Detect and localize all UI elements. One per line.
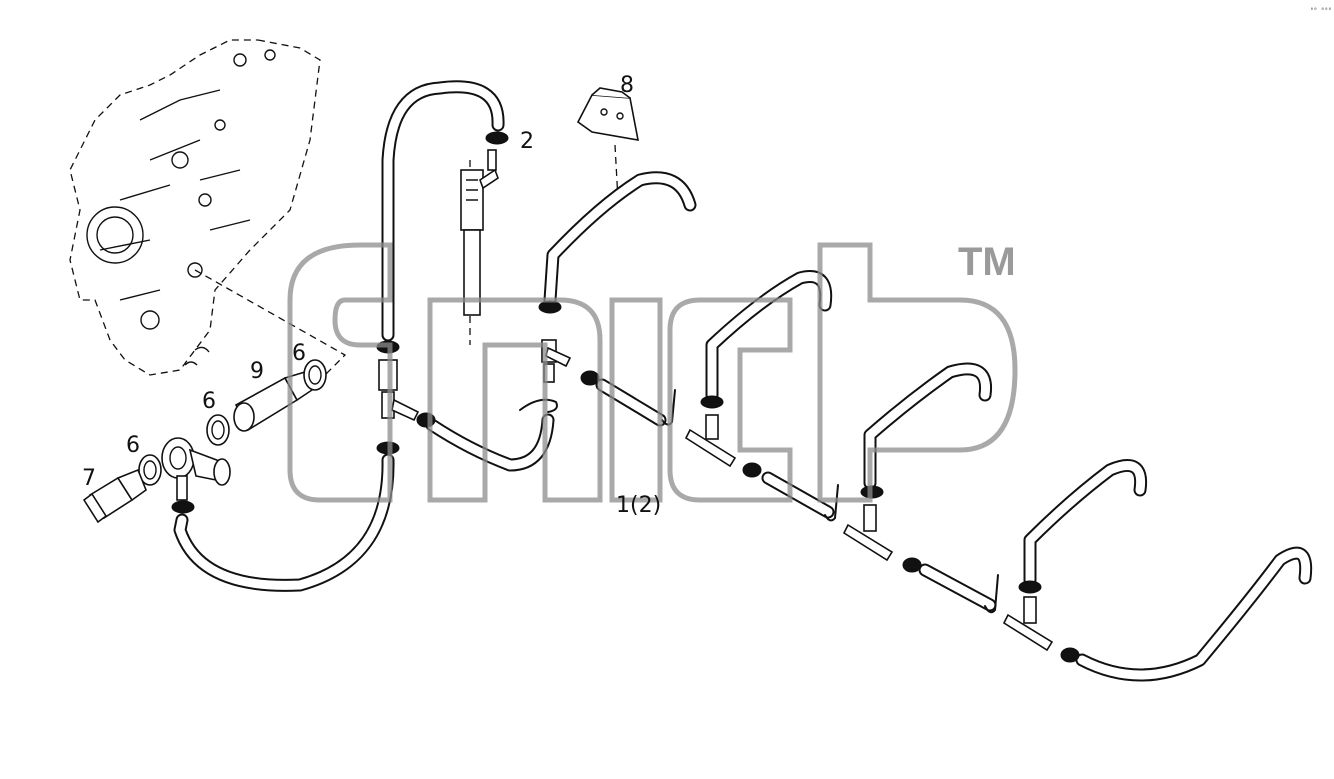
leader-engine-to-part6 xyxy=(194,269,347,381)
leader-part8-to-hose xyxy=(614,144,619,201)
banjo-bolt xyxy=(82,468,147,524)
tee-fitting xyxy=(842,504,894,562)
engine-block xyxy=(69,39,321,376)
grommet-block xyxy=(576,87,640,141)
tee-fitting xyxy=(378,359,420,422)
banjo-fitting xyxy=(161,437,231,501)
callout-7: 7 xyxy=(82,466,96,491)
injector xyxy=(460,149,499,316)
hose-lines xyxy=(173,80,1313,682)
sealing-washers xyxy=(138,359,327,486)
tee-fitting xyxy=(1002,596,1054,652)
callout-2: 2 xyxy=(520,129,534,154)
watermark-logo: TM xyxy=(287,240,1018,503)
callout-1: 1(2) xyxy=(616,493,661,518)
corner-code: ⁰⁰ ⁰⁰⁰ xyxy=(1310,7,1332,14)
tee-fitting xyxy=(684,414,737,468)
adapter-fitting xyxy=(233,371,313,432)
callout-6-middle: 6 xyxy=(202,389,216,414)
callout-6-lower: 6 xyxy=(126,433,140,458)
callout-6-upper: 6 xyxy=(292,341,306,366)
callout-9: 9 xyxy=(250,359,264,384)
watermark-tm: TM xyxy=(958,240,1016,284)
callout-8: 8 xyxy=(620,73,634,98)
